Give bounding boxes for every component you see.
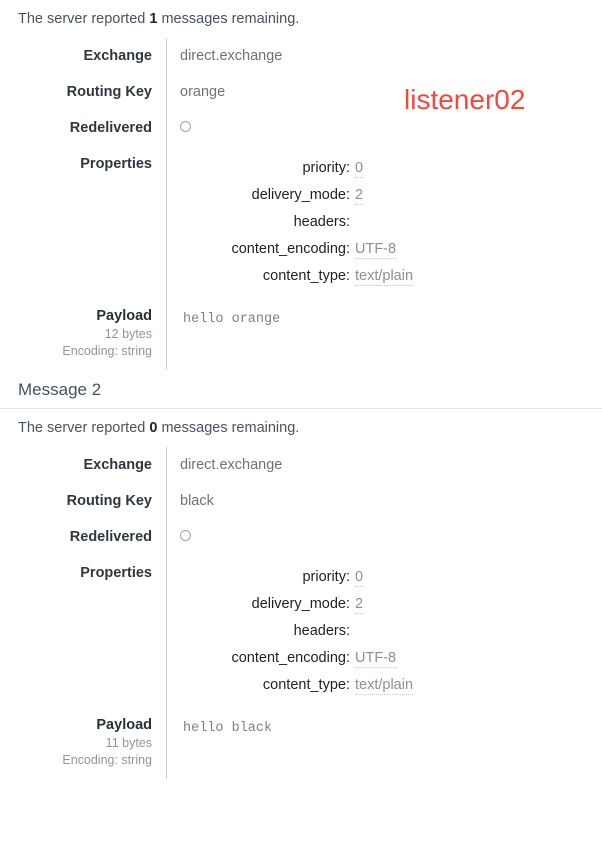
server-reported-line-2: The server reported 0 messages remaining… <box>0 409 602 447</box>
property-key: delivery_mode: <box>251 186 350 203</box>
property-key: headers: <box>293 213 350 230</box>
property-row: content_type: text/plain <box>180 671 460 698</box>
server-reported-line-1: The server reported 1 messages remaining… <box>0 0 602 38</box>
property-row: delivery_mode: 2 <box>180 181 460 208</box>
payload-body: hello orange <box>166 297 602 370</box>
table-row-payload: Payload 11 bytes Encoding: string hello … <box>0 706 602 779</box>
payload-label-cell: Payload 11 bytes Encoding: string <box>0 706 167 779</box>
property-value-text: UTF-8 <box>355 649 397 668</box>
table-row-properties: Properties priority: 0 delivery_mode: 2 … <box>0 555 602 706</box>
properties-value: priority: 0 delivery_mode: 2 headers: <box>166 146 602 297</box>
properties-table-1: priority: 0 delivery_mode: 2 headers: <box>180 154 460 289</box>
property-key: priority: <box>302 568 350 585</box>
property-row: headers: <box>180 208 460 235</box>
payload-label: Payload <box>96 308 152 324</box>
property-value: 0 <box>355 154 460 181</box>
routing-key-value: black <box>166 483 602 519</box>
table-row-redelivered: Redelivered <box>0 110 602 146</box>
property-value-text: 2 <box>355 595 364 614</box>
property-row: priority: 0 <box>180 563 460 590</box>
annotation-listener-label: listener02 <box>404 84 526 115</box>
property-value: UTF-8 <box>355 644 460 671</box>
property-key: headers: <box>293 622 350 639</box>
table-row-payload: Payload 12 bytes Encoding: string hello … <box>0 297 602 370</box>
property-row: headers: <box>180 617 460 644</box>
exchange-label: Exchange <box>83 457 153 473</box>
routing-key-label: Routing Key <box>66 493 152 509</box>
routing-key-value: orange <box>166 74 602 110</box>
properties-label: Properties <box>80 156 152 172</box>
property-key: content_type: <box>262 676 350 693</box>
payload-body: hello black <box>166 706 602 779</box>
messages-remaining-count: 1 <box>149 11 158 27</box>
properties-label: Properties <box>80 565 152 581</box>
exchange-value: direct.exchange <box>166 38 602 74</box>
payload-label-cell: Payload 12 bytes Encoding: string <box>0 297 167 370</box>
payload-label: Payload <box>96 717 152 733</box>
payload-encoding: Encoding: string <box>62 344 152 358</box>
table-row-exchange: Exchange direct.exchange <box>0 447 602 483</box>
property-value-text: UTF-8 <box>355 240 397 259</box>
property-key: content_type: <box>262 267 350 284</box>
table-row-exchange: Exchange direct.exchange <box>0 38 602 74</box>
message-details-table-2: Exchange direct.exchange Routing Key bla… <box>0 447 602 779</box>
message-details-table-1: Exchange direct.exchange Routing Key ora… <box>0 38 602 370</box>
message-heading-2: Message 2 <box>0 370 602 409</box>
property-value: UTF-8 <box>355 235 460 262</box>
server-reported-prefix: The server reported <box>18 11 150 27</box>
property-value <box>355 208 460 235</box>
table-row-routing-key: Routing Key black <box>0 483 602 519</box>
messages-remaining-count: 0 <box>149 420 158 436</box>
property-key: priority: <box>302 159 350 176</box>
circle-empty-icon <box>180 530 191 541</box>
property-row: content_encoding: UTF-8 <box>180 644 460 671</box>
property-value: text/plain <box>355 262 460 289</box>
exchange-label: Exchange <box>83 48 153 64</box>
property-value-text: 0 <box>355 159 364 178</box>
property-row: priority: 0 <box>180 154 460 181</box>
payload-bytes: 12 bytes <box>104 327 152 341</box>
property-key: content_encoding: <box>231 240 350 257</box>
property-key: delivery_mode: <box>251 595 350 612</box>
properties-value: priority: 0 delivery_mode: 2 headers: <box>166 555 602 706</box>
table-row-redelivered: Redelivered <box>0 519 602 555</box>
property-row: delivery_mode: 2 <box>180 590 460 617</box>
routing-key-label: Routing Key <box>66 84 152 100</box>
property-key: content_encoding: <box>231 649 350 666</box>
property-value-text: 2 <box>355 186 364 205</box>
redelivered-label: Redelivered <box>69 529 152 545</box>
redelivered-value <box>166 519 602 555</box>
message-block-2: Message 2 The server reported 0 messages… <box>0 370 602 779</box>
payload-bytes: 11 bytes <box>105 736 152 750</box>
property-row: content_type: text/plain <box>180 262 460 289</box>
property-row: content_encoding: UTF-8 <box>180 235 460 262</box>
property-value: text/plain <box>355 671 460 698</box>
server-reported-suffix: messages remaining. <box>157 11 300 27</box>
exchange-value: direct.exchange <box>166 447 602 483</box>
server-reported-suffix: messages remaining. <box>157 420 300 436</box>
redelivered-value <box>166 110 602 146</box>
properties-table-2: priority: 0 delivery_mode: 2 headers: <box>180 563 460 698</box>
payload-encoding: Encoding: string <box>62 753 152 767</box>
property-value-text: 0 <box>355 568 364 587</box>
redelivered-label: Redelivered <box>69 120 152 136</box>
property-value: 2 <box>355 181 460 208</box>
table-row-routing-key: Routing Key orange <box>0 74 602 110</box>
property-value-text: text/plain <box>355 267 414 286</box>
property-value: 2 <box>355 590 460 617</box>
message-block-1: The server reported 1 messages remaining… <box>0 0 602 370</box>
server-reported-prefix: The server reported <box>18 420 150 436</box>
property-value: 0 <box>355 563 460 590</box>
circle-empty-icon <box>180 121 191 132</box>
property-value <box>355 617 460 644</box>
table-row-properties: Properties priority: 0 delivery_mode: 2 … <box>0 146 602 297</box>
property-value-text: text/plain <box>355 676 414 695</box>
